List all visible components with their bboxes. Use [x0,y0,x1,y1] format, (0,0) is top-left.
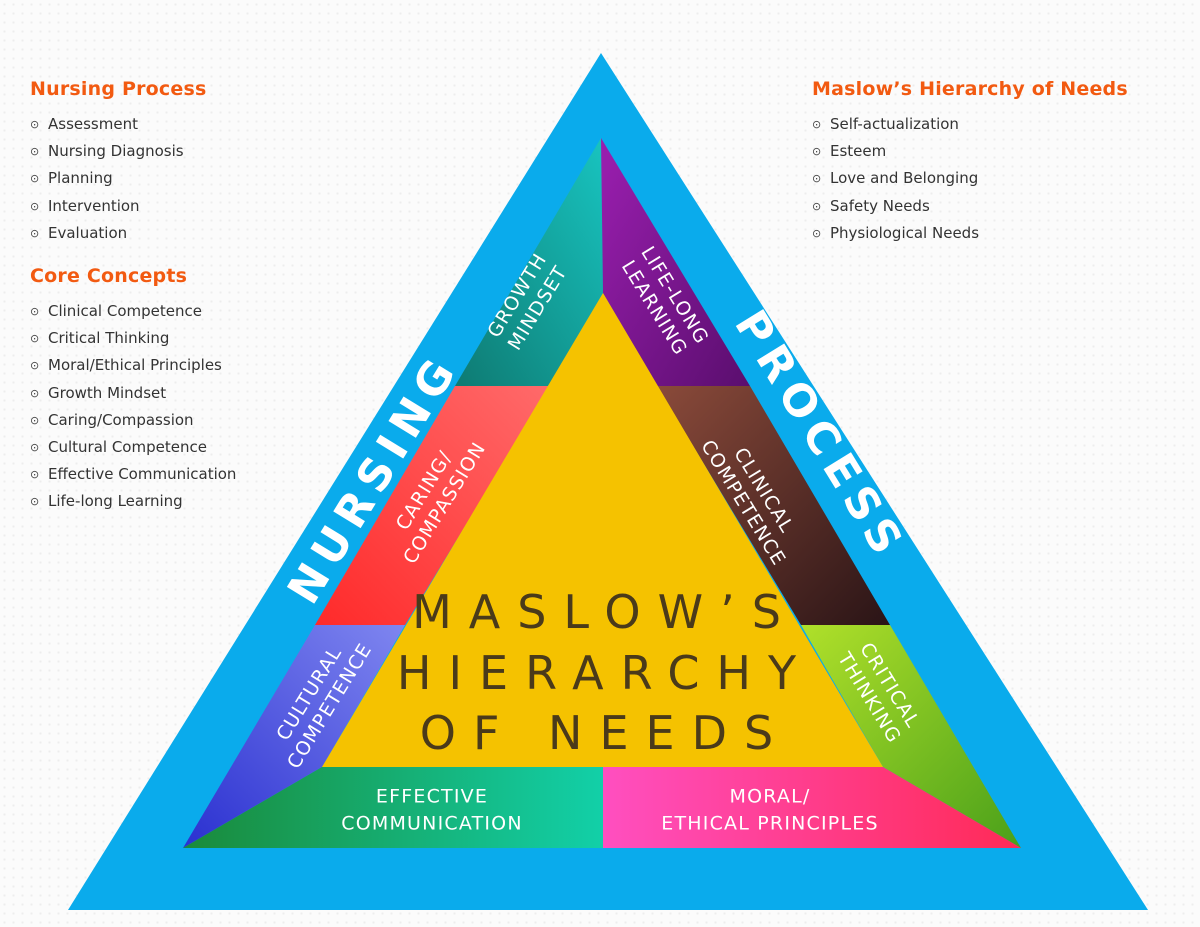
maslow-list: ⊙Self-actualization ⊙Esteem ⊙Love and Be… [812,111,1128,247]
moral-ethical-label-line-1: MORAL/ [730,786,811,808]
list-item: ⊙Intervention [30,193,236,220]
bullet-icon: ⊙ [30,332,40,346]
segment-effective-communication [183,767,603,848]
segment-moral-ethical-principles [603,767,1021,848]
right-legend-panel: Maslow’s Hierarchy of Needs ⊙Self-actual… [812,78,1128,265]
bullet-icon: ⊙ [30,359,40,373]
list-item: ⊙Life-long Learning [30,488,236,515]
bullet-icon: ⊙ [30,386,40,400]
bullet-icon: ⊙ [30,304,40,318]
list-item: ⊙Self-actualization [812,111,1128,138]
bullet-icon: ⊙ [30,468,40,482]
list-item: ⊙Critical Thinking [30,325,236,352]
list-item: ⊙Assessment [30,111,236,138]
list-item: ⊙Safety Needs [812,193,1128,220]
bullet-icon: ⊙ [30,199,40,213]
bullet-icon: ⊙ [30,118,40,131]
bullet-icon: ⊙ [30,440,40,454]
nursing-process-heading: Nursing Process [30,78,207,100]
moral-ethical-label-line-2: ETHICAL PRINCIPLES [661,813,878,835]
segment-clinical-competence [657,386,890,625]
maslow-heading: Maslow’s Hierarchy of Needs [812,78,1128,100]
nursing-process-list: ⊙Assessment ⊙Nursing Diagnosis ⊙Planning… [30,111,236,247]
list-item: ⊙Caring/Compassion [30,407,236,434]
left-legend-panel: Nursing Process ⊙Assessment ⊙Nursing Dia… [30,78,236,533]
segment-cultural-competence [183,625,405,848]
center-title-line-1: MASLOW’S [412,585,798,639]
list-item: ⊙Love and Belonging [812,165,1128,192]
bullet-icon: ⊙ [30,413,40,427]
center-title-line-3: OF NEEDS [420,706,790,760]
list-item: ⊙Cultural Competence [30,434,236,461]
core-concepts-heading: Core Concepts [30,264,188,287]
effective-communication-label-line-1: EFFECTIVE [376,786,488,808]
list-item: ⊙Physiological Needs [812,220,1128,247]
core-concepts-list: ⊙Clinical Competence ⊙Critical Thinking … [30,298,236,516]
effective-communication-label-line-2: COMMUNICATION [341,813,523,835]
bullet-icon: ⊙ [30,145,40,159]
list-item: ⊙Effective Communication [30,461,236,488]
bullet-icon: ⊙ [812,145,822,159]
list-item: ⊙Growth Mindset [30,380,236,407]
bullet-icon: ⊙ [30,172,40,186]
list-item: ⊙Moral/Ethical Principles [30,352,236,379]
segment-critical-thinking [801,625,1021,848]
list-item: ⊙Nursing Diagnosis [30,138,236,165]
bullet-icon: ⊙ [812,226,822,240]
bullet-icon: ⊙ [30,495,40,509]
list-item: ⊙Evaluation [30,220,236,247]
list-item: ⊙Planning [30,165,236,192]
bullet-icon: ⊙ [812,118,822,131]
bullet-icon: ⊙ [30,226,40,240]
inner-yellow-triangle [322,293,883,767]
segment-caring-compassion [315,386,550,625]
list-item: ⊙Esteem [812,138,1128,165]
segment-growth-mindset [455,138,603,386]
list-item: ⊙Clinical Competence [30,298,236,325]
center-title-line-2: HIERARCHY [397,646,813,700]
bullet-icon: ⊙ [812,172,822,186]
segment-life-long-learning [601,138,750,386]
bullet-icon: ⊙ [812,199,822,213]
